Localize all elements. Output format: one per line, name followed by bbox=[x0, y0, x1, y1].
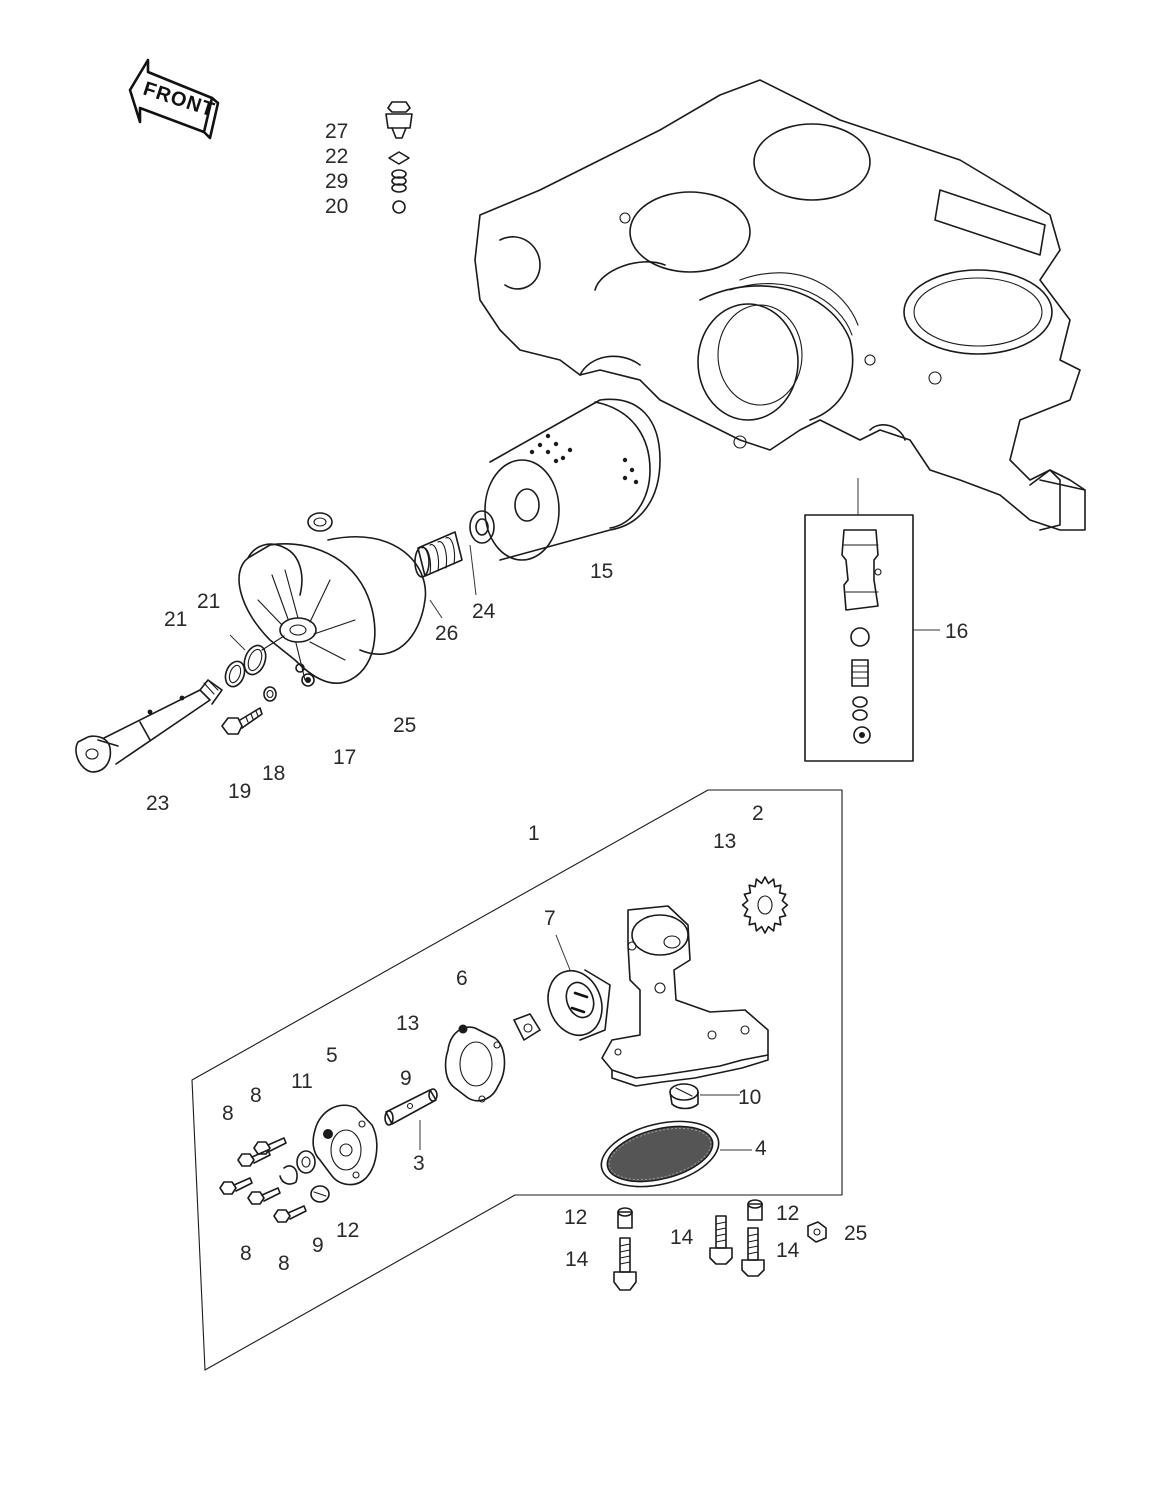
part-label-p20: 20 bbox=[325, 195, 348, 218]
part-label-p8b: 8 bbox=[222, 1102, 234, 1125]
front-arrow: FRONT bbox=[128, 58, 220, 140]
part-label-p5: 5 bbox=[326, 1044, 338, 1067]
pressure-switch-panel bbox=[804, 478, 940, 762]
leader-lines bbox=[229, 544, 740, 1150]
oil-filter bbox=[484, 398, 661, 561]
filter-cover bbox=[238, 512, 427, 687]
cover-bolt bbox=[273, 1205, 307, 1223]
part-label-p7: 7 bbox=[544, 907, 556, 930]
pin-6 bbox=[513, 1013, 541, 1041]
rotor-housing bbox=[547, 969, 611, 1041]
cover-bolt bbox=[253, 1137, 287, 1155]
part-label-p10: 10 bbox=[738, 1086, 761, 1109]
part-label-p13a: 13 bbox=[713, 830, 736, 853]
cover-bolt bbox=[219, 1177, 253, 1195]
small-pump-parts bbox=[279, 1150, 330, 1203]
part-label-p12a: 12 bbox=[336, 1219, 359, 1242]
oil-strainer bbox=[600, 1120, 752, 1188]
part-label-p25b: 25 bbox=[844, 1222, 867, 1245]
part-label-p8d: 8 bbox=[278, 1252, 290, 1275]
part-label-p12b: 12 bbox=[564, 1206, 587, 1229]
part-label-p8a: 8 bbox=[250, 1084, 262, 1107]
part-label-p11: 11 bbox=[291, 1070, 313, 1093]
gasket-13 bbox=[444, 1024, 506, 1103]
part-label-p27: 27 bbox=[325, 120, 348, 143]
part-label-p15: 15 bbox=[590, 560, 613, 583]
pump-cover bbox=[312, 1104, 378, 1186]
sprocket-teeth bbox=[741, 876, 789, 934]
part-label-p21a: 21 bbox=[197, 590, 220, 613]
bolt-19 bbox=[221, 707, 263, 735]
cover-bolt bbox=[247, 1187, 281, 1205]
part-label-p13b: 13 bbox=[396, 1012, 419, 1035]
pump-shaft bbox=[384, 1088, 438, 1126]
part-label-p9a: 9 bbox=[400, 1067, 412, 1090]
crankcase bbox=[474, 79, 1086, 531]
part-label-p25a: 25 bbox=[393, 714, 416, 737]
center-bolt bbox=[75, 679, 223, 773]
part-label-p23: 23 bbox=[146, 792, 169, 815]
part-label-p17: 17 bbox=[333, 746, 356, 769]
cover-bolt bbox=[237, 1149, 271, 1167]
part-label-p14b: 14 bbox=[670, 1226, 694, 1249]
filter-spring bbox=[414, 510, 495, 578]
plug-assembly bbox=[385, 101, 413, 214]
part-label-p28: 26 bbox=[435, 622, 458, 645]
part-label-p16: 16 bbox=[945, 620, 968, 643]
part-label-p18: 18 bbox=[262, 762, 285, 785]
pump-sprocket bbox=[741, 876, 789, 934]
part-label-p14a: 14 bbox=[565, 1248, 589, 1271]
part-label-p14c: 14 bbox=[776, 1239, 800, 1262]
oil-pump-body bbox=[601, 905, 769, 1087]
part-label-p8c: 8 bbox=[240, 1242, 252, 1265]
part-label-p22: 22 bbox=[325, 145, 348, 168]
part-label-p12c: 12 bbox=[776, 1202, 799, 1225]
orings bbox=[224, 644, 277, 702]
part-label-p4: 4 bbox=[755, 1137, 767, 1160]
sprocket-hub bbox=[757, 895, 773, 915]
plug-10 bbox=[669, 1083, 699, 1110]
cover-bolts bbox=[219, 1137, 307, 1223]
part-label-p3: 3 bbox=[413, 1152, 425, 1175]
oil-pump-frame bbox=[191, 789, 843, 1371]
part-label-p9b: 9 bbox=[312, 1234, 324, 1257]
bottom-hardware bbox=[613, 1199, 827, 1291]
part-label-p19: 19 bbox=[228, 780, 251, 803]
part-label-p6: 6 bbox=[456, 967, 468, 990]
part-label-p1: 1 bbox=[528, 822, 540, 845]
part-label-p24: 24 bbox=[472, 600, 496, 623]
part-label-p29: 29 bbox=[325, 170, 348, 193]
part-label-p2: 2 bbox=[752, 802, 764, 825]
part-label-p21b: 21 bbox=[164, 608, 187, 631]
